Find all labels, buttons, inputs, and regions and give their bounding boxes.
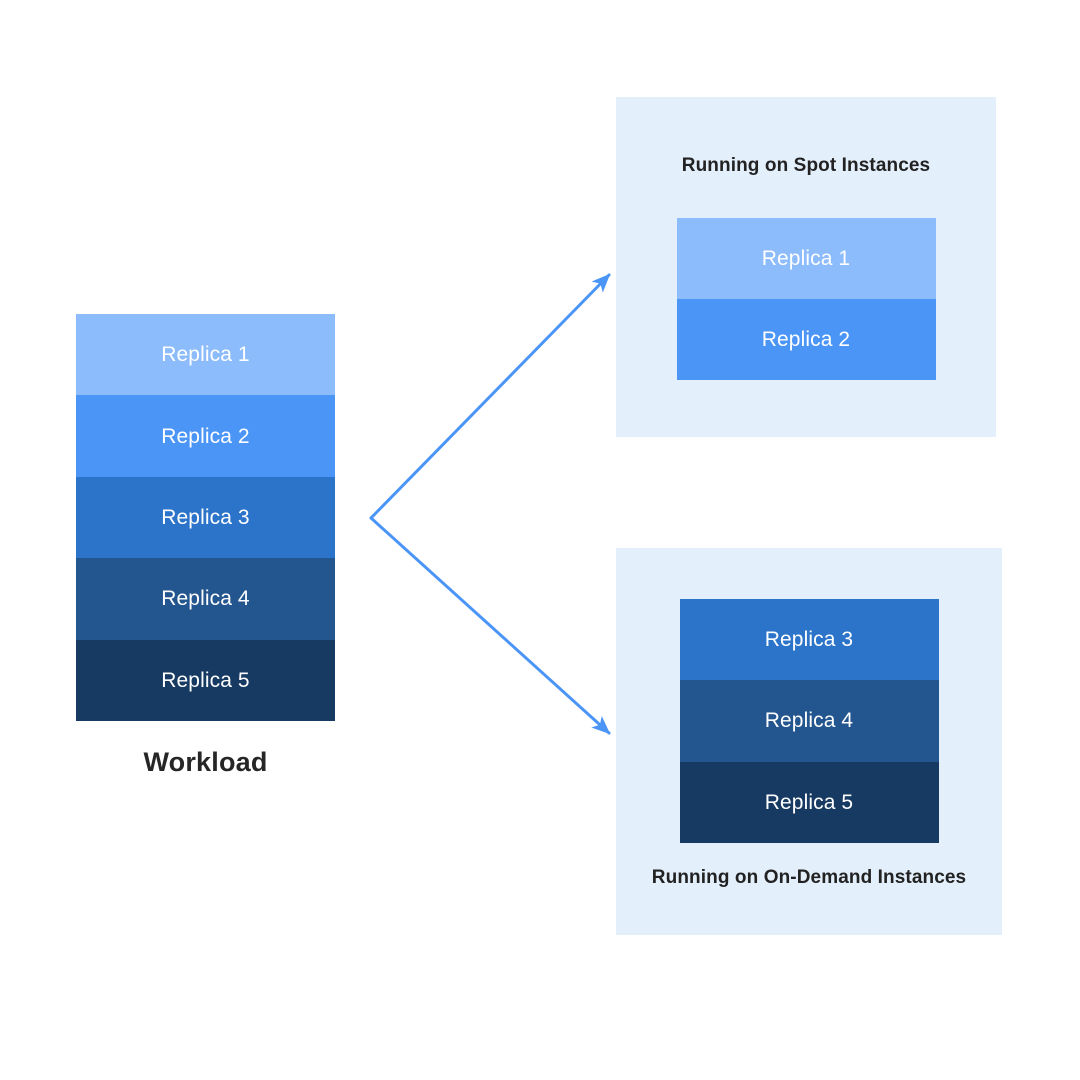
workload-replica-4: Replica 4 bbox=[76, 558, 335, 640]
on-demand-replica-5: Replica 5 bbox=[679, 761, 939, 843]
workload-replica-2: Replica 2 bbox=[76, 395, 335, 477]
workload-replica-stack: Replica 1 Replica 2 Replica 3 Replica 4 … bbox=[76, 314, 335, 722]
workload-replica-5: Replica 5 bbox=[76, 639, 335, 722]
workload-replica-2-label: Replica 2 bbox=[161, 424, 250, 448]
on-demand-instances-title: Running on On-Demand Instances bbox=[651, 867, 967, 888]
workload-replica-4-label: Replica 4 bbox=[161, 587, 250, 611]
workload-replica-3-label: Replica 3 bbox=[161, 506, 250, 530]
workload-title: Workload bbox=[143, 747, 268, 777]
workload-replica-1: Replica 1 bbox=[76, 314, 335, 396]
spot-instances-title: Running on Spot Instances bbox=[681, 155, 931, 176]
workload-replica-5-label: Replica 5 bbox=[161, 668, 250, 692]
workload-replica-1-label: Replica 1 bbox=[161, 343, 250, 367]
arrow-workload-to-spot bbox=[369, 273, 611, 520]
spot-replica-2: Replica 2 bbox=[676, 299, 936, 380]
workload-group: Replica 1 Replica 2 Replica 3 Replica 4 … bbox=[76, 314, 335, 778]
on-demand-replica-stack: Replica 3 Replica 4 Replica 5 bbox=[679, 599, 939, 843]
spot-replica-2-label: Replica 2 bbox=[761, 328, 851, 351]
on-demand-replica-3: Replica 3 bbox=[679, 599, 939, 681]
on-demand-replica-4-label: Replica 4 bbox=[764, 709, 854, 733]
on-demand-replica-5-label: Replica 5 bbox=[764, 790, 854, 814]
spot-instances-panel: Running on Spot Instances Replica 1 Repl… bbox=[616, 97, 996, 437]
workload-replica-3: Replica 3 bbox=[76, 476, 335, 559]
arrow-workload-to-on-demand bbox=[369, 516, 611, 735]
spot-replica-stack: Replica 1 Replica 2 bbox=[676, 218, 936, 380]
spot-replica-1-label: Replica 1 bbox=[761, 247, 851, 270]
spot-replica-1: Replica 1 bbox=[676, 218, 936, 299]
on-demand-replica-4: Replica 4 bbox=[679, 680, 939, 762]
on-demand-replica-3-label: Replica 3 bbox=[764, 628, 854, 652]
on-demand-instances-panel: Replica 3 Replica 4 Replica 5 Running on… bbox=[616, 548, 1002, 935]
